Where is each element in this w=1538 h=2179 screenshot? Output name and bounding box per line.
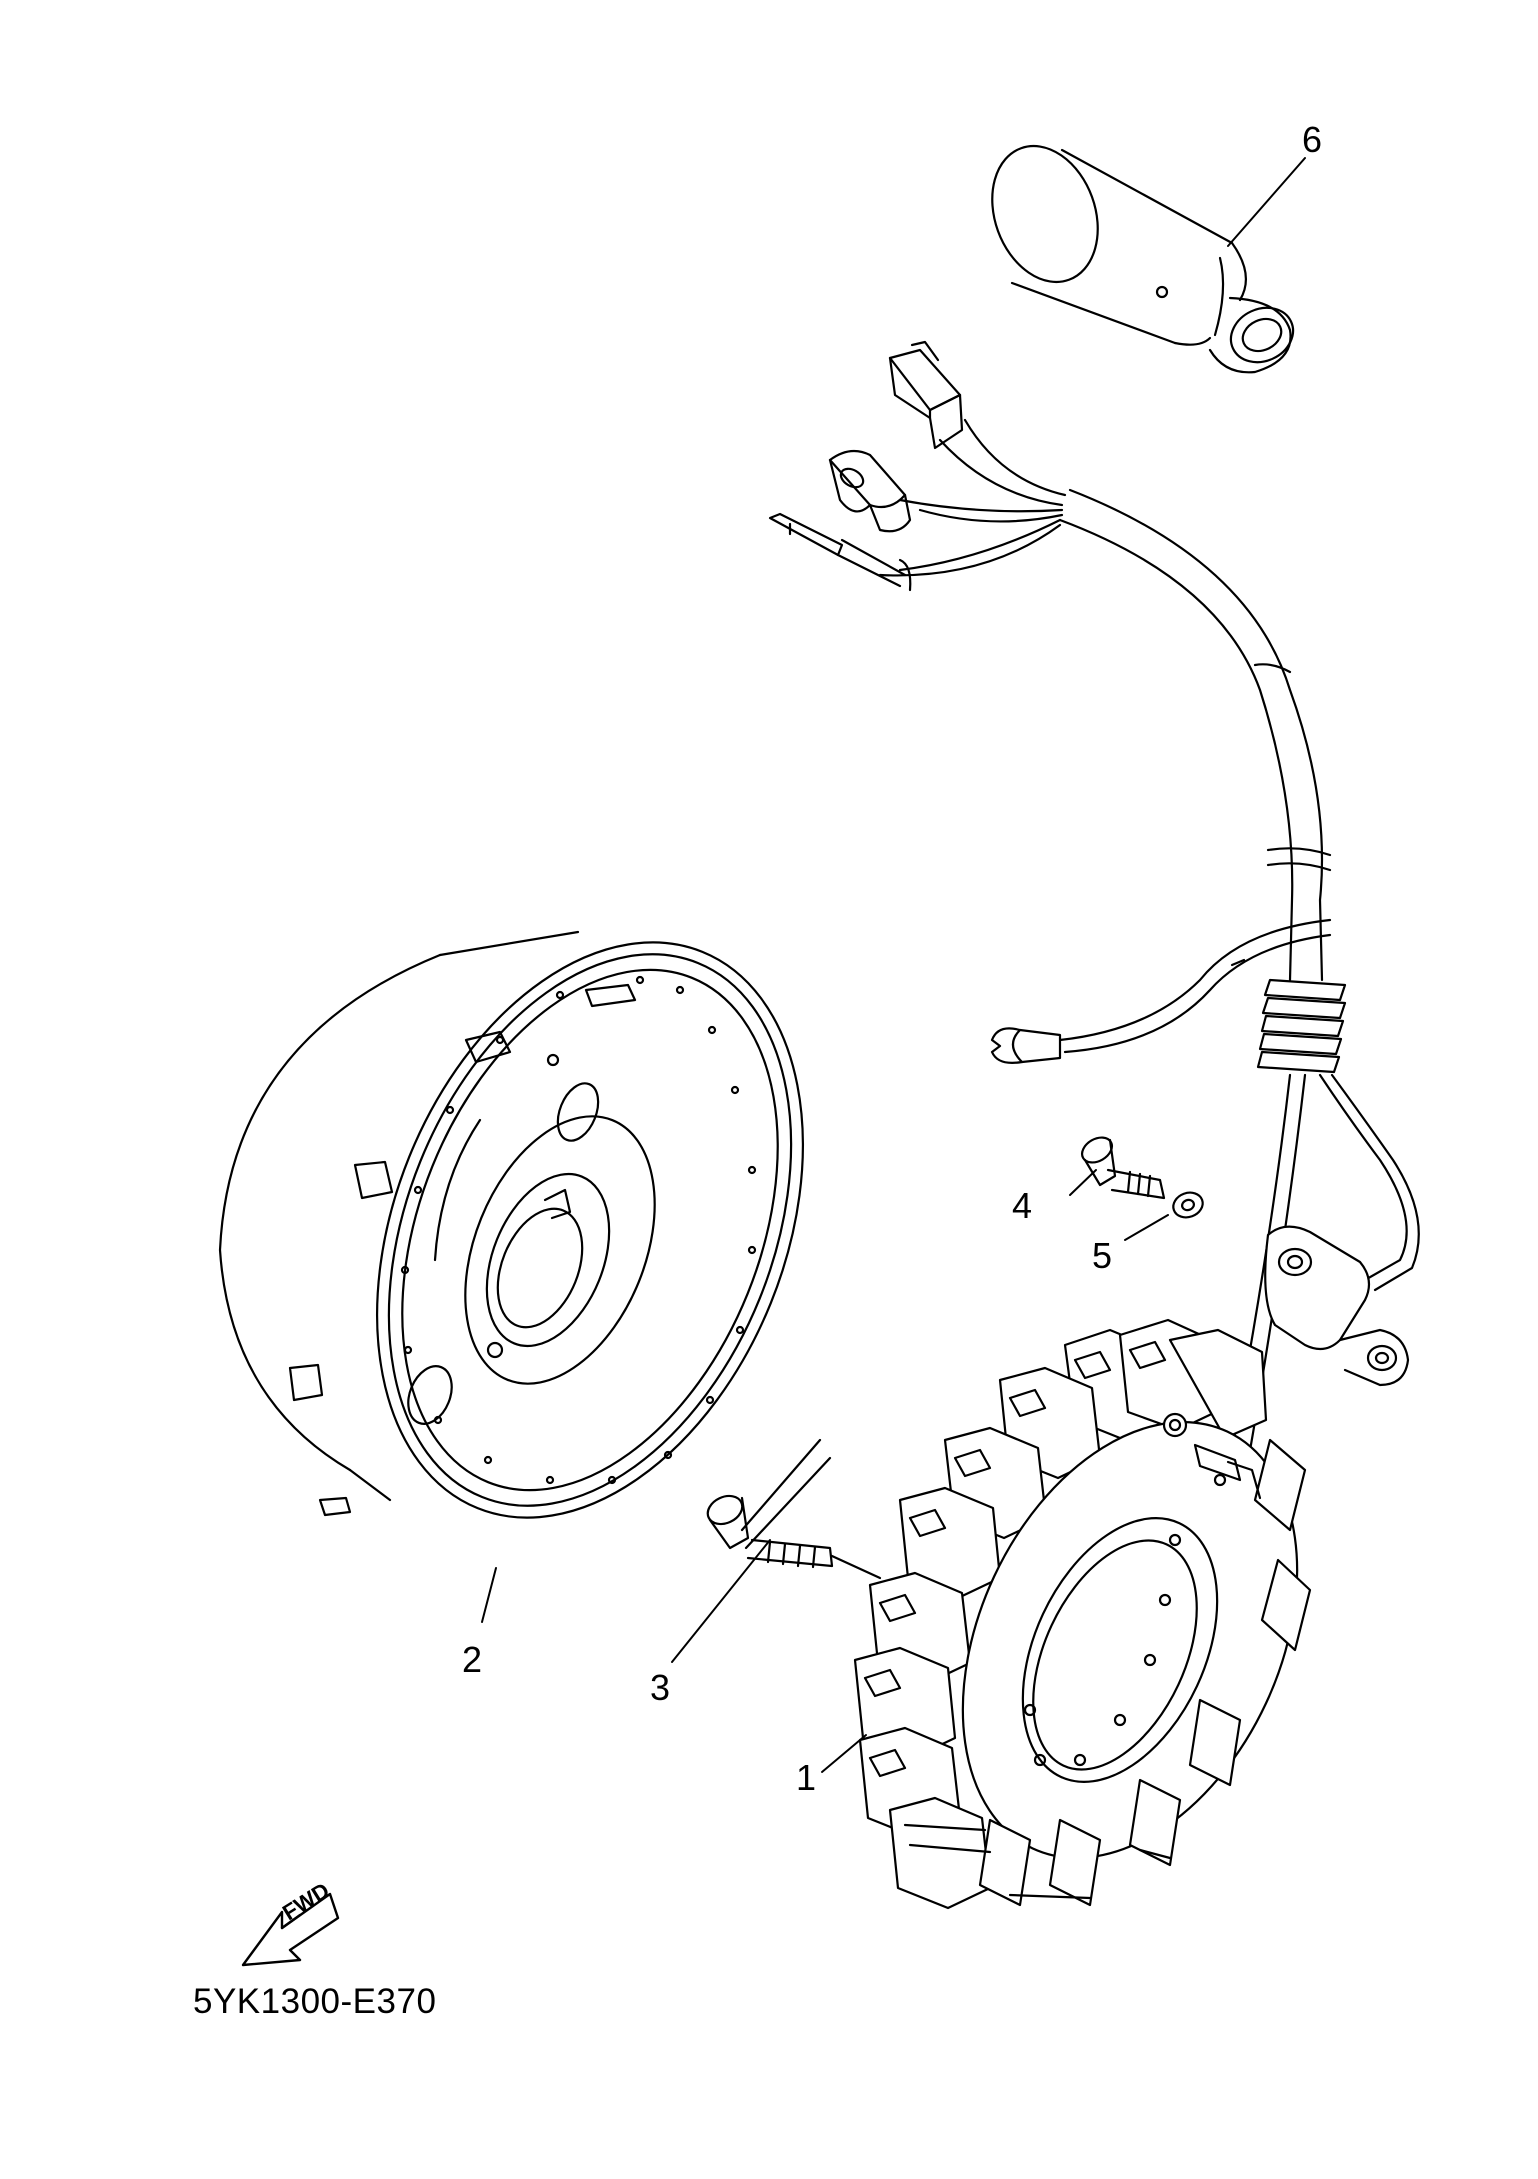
callout-1: 1: [796, 1757, 817, 1798]
stator-part-1: [853, 1318, 1312, 1910]
bolt-part-4: [1080, 1136, 1166, 1200]
washer-part-5: [1172, 1191, 1204, 1219]
callout-4: 4: [1012, 1185, 1033, 1226]
leader-lines: [481, 157, 1306, 1773]
callout-6: 6: [1302, 119, 1323, 160]
fwd-arrow-icon: [241, 1892, 340, 1967]
callout-2: 2: [462, 1639, 483, 1680]
long-bolt-part-3: [706, 1438, 882, 1580]
callout-3: 3: [650, 1667, 671, 1708]
flywheel-rotor-part-2: [218, 930, 804, 1519]
cylinder-part-6: [991, 144, 1295, 374]
document-code: 5YK1300-E370: [193, 1982, 437, 2021]
wire-harness: [768, 340, 1420, 1464]
pickup-coil: [1264, 1225, 1410, 1387]
callout-5: 5: [1092, 1235, 1113, 1276]
